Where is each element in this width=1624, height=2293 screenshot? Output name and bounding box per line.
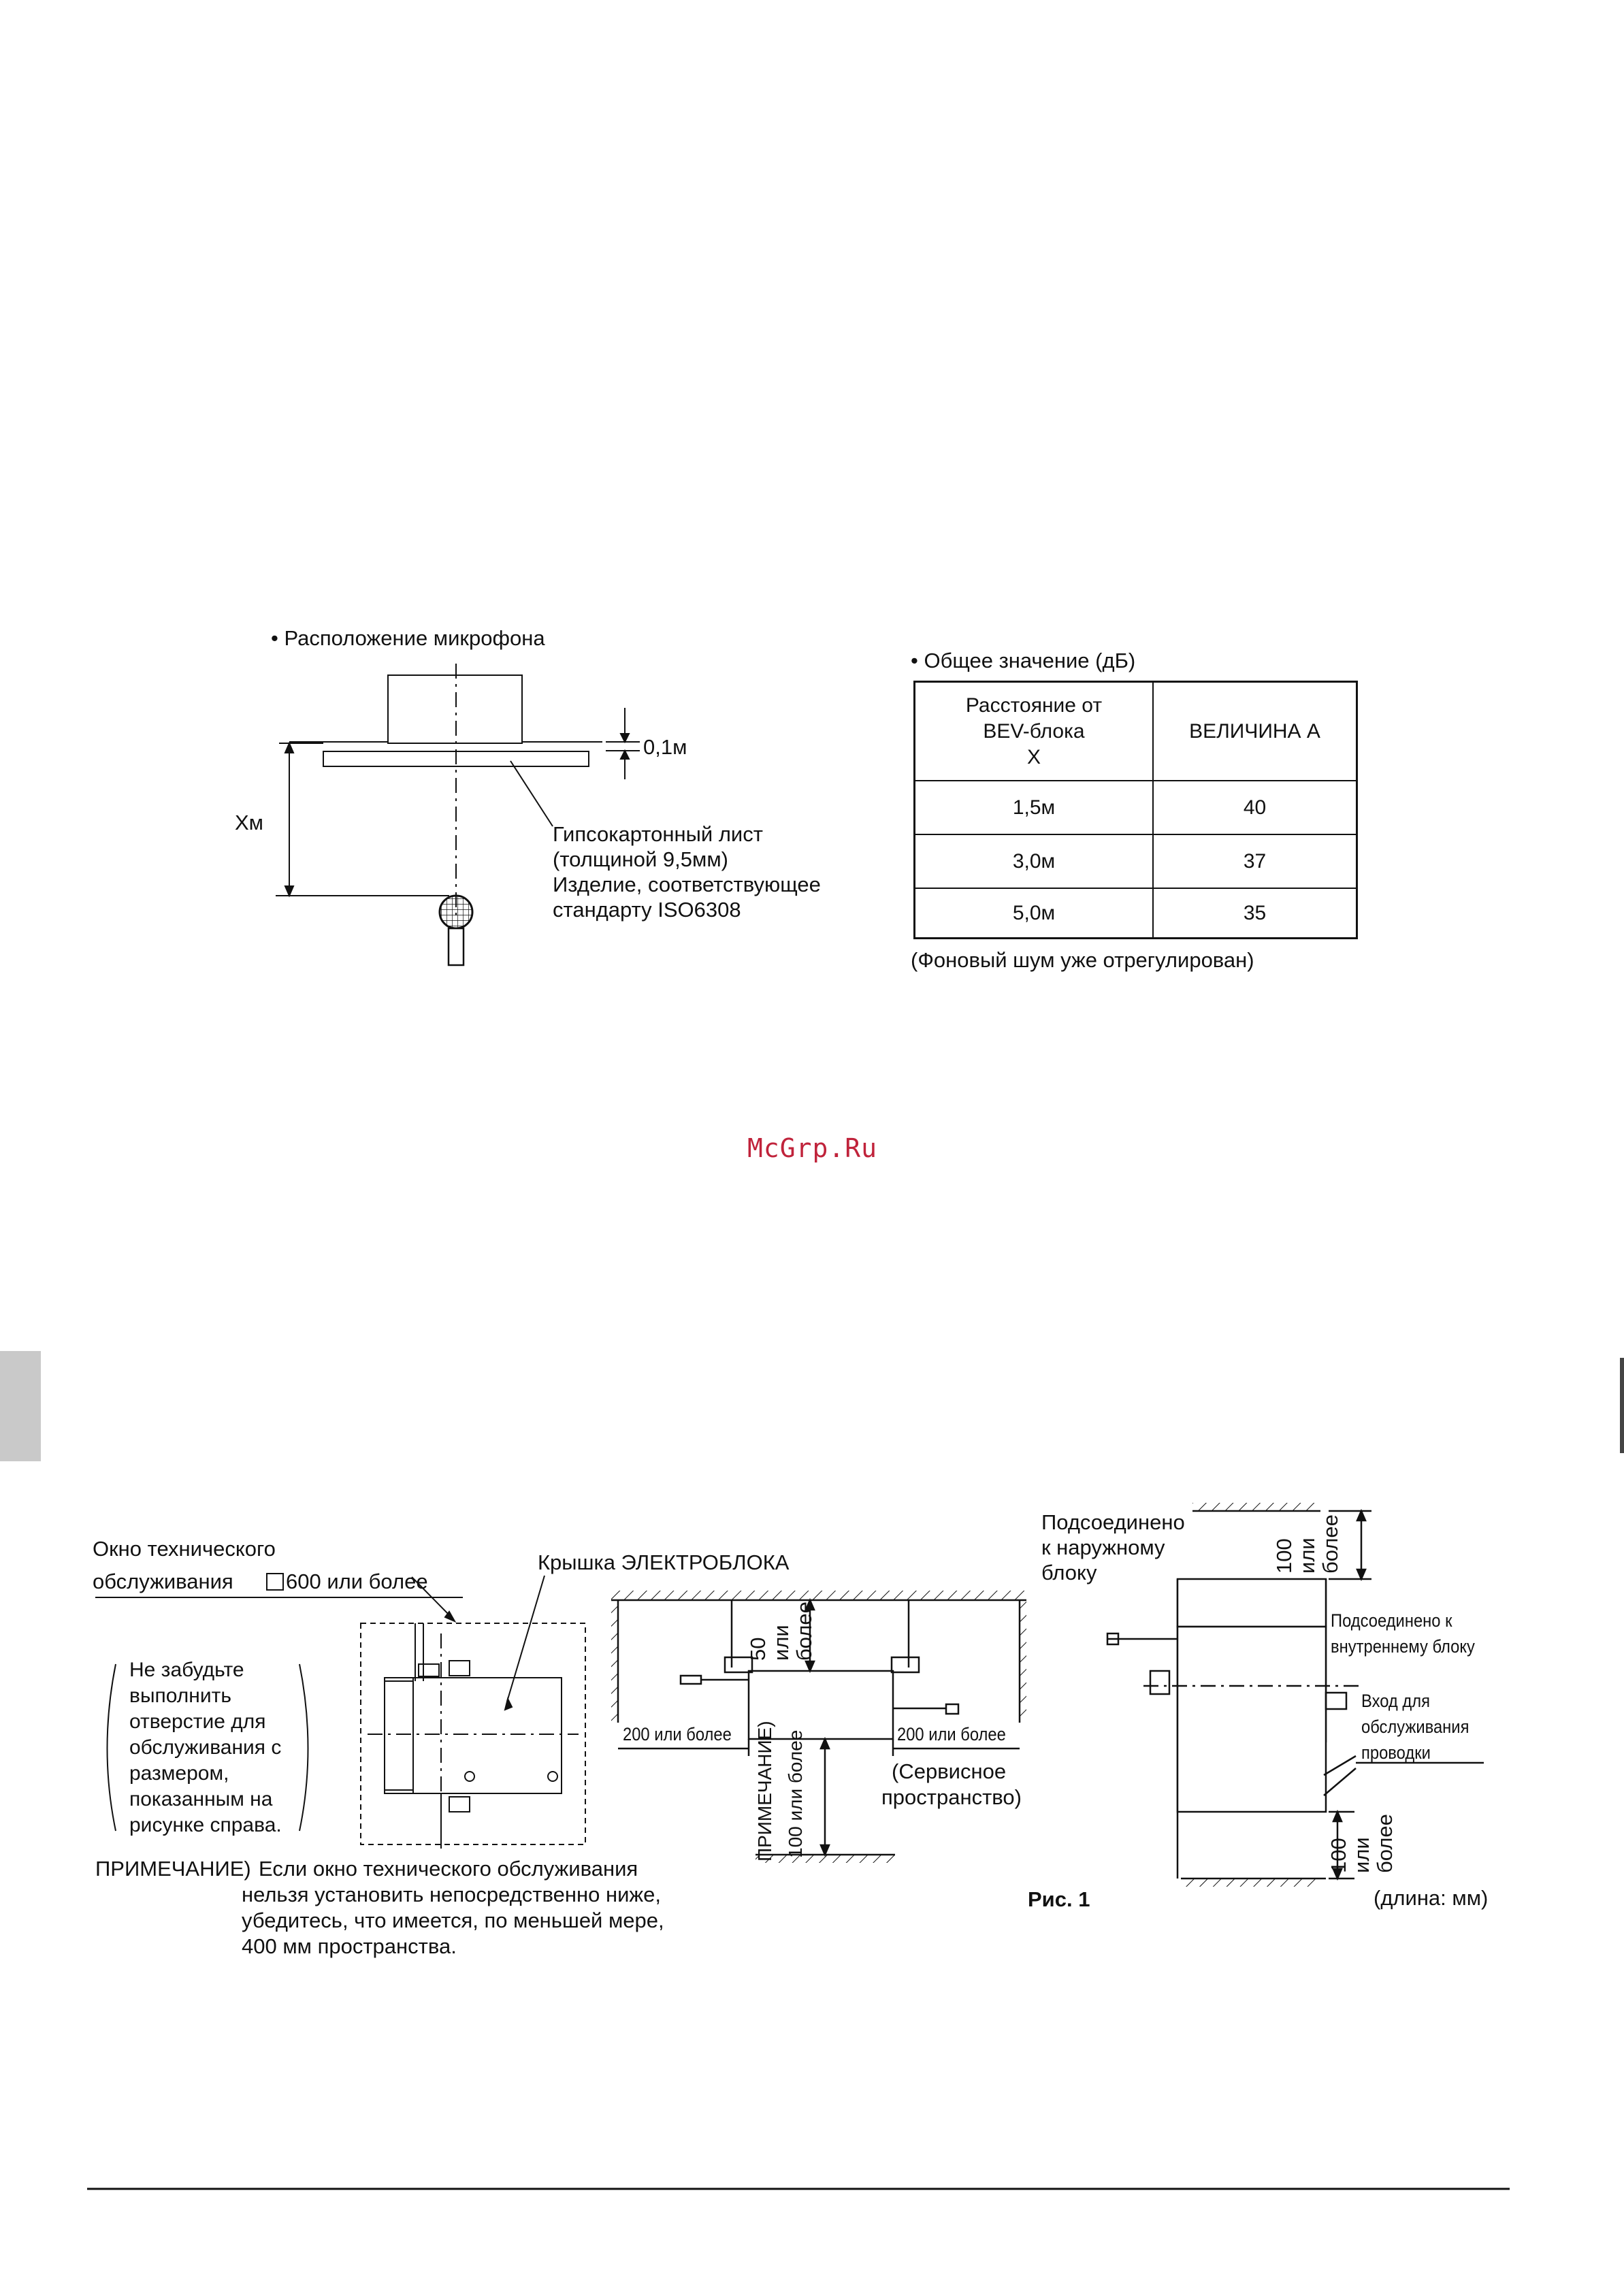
service-space-line2: пространство) [881, 1785, 1022, 1809]
noise-table-title: • Общее значение (дБ) [911, 649, 1136, 672]
side-bottom-clearance-word: или [1350, 1837, 1374, 1873]
side-top-clearance-word: более [1318, 1514, 1342, 1574]
row-value: 37 [1243, 849, 1267, 873]
watermark-link[interactable]: McGrp.Ru [747, 1133, 878, 1163]
outdoor-label-line: блоку [1041, 1561, 1097, 1584]
figure-caption: Рис. 1 [1028, 1887, 1090, 1911]
service-window-diagram [95, 1573, 586, 1851]
bottom-clearance-label: 100 или более [785, 1729, 806, 1858]
header-distance: Расстояние от BEV-блока X [915, 683, 1154, 780]
note-line: Если окно технического обслуживания [259, 1857, 638, 1881]
wiring-label-line: проводки [1361, 1742, 1431, 1763]
row-distance: 1,5м [915, 781, 1154, 834]
header-distance-line3: X [1026, 745, 1041, 768]
noise-table-footnote: (Фоновый шум уже отрегулирован) [911, 948, 1254, 972]
board-label-line4: стандарту ISO6308 [553, 898, 741, 922]
top-clearance-word2: более [792, 1601, 816, 1661]
side-top-clearance: 100 или более [1272, 1514, 1342, 1574]
distance-01-label: 0,1м [643, 735, 687, 759]
section-tab [0, 1351, 41, 1461]
table-row: 5,0м 35 [915, 889, 1356, 937]
board-label-line1: Гипсокартонный лист [553, 822, 763, 846]
outdoor-label-line: Подсоединено [1041, 1510, 1185, 1534]
margin-mark [1620, 1358, 1624, 1453]
units-label: (длина: мм) [1374, 1886, 1489, 1910]
microphone-title: • Расположение микрофона [271, 626, 545, 650]
noise-table: Расстояние от BEV-блока X ВЕЛИЧИНА A 1,5… [913, 681, 1358, 939]
cover-label: Крышка ЭЛЕКТРОБЛОКА [538, 1550, 790, 1574]
side-bottom-clearance-value: 100 [1327, 1838, 1350, 1873]
bottom-note-label: ПРИМЕЧАНИЕ) [754, 1721, 775, 1861]
table-row: 1,5м 40 [915, 781, 1356, 835]
reminder-note: Не забудьте выполнить отверстие для обсл… [102, 1657, 306, 1838]
reminder-line: отверстие для [129, 1710, 266, 1733]
top-clearance-word1: или [769, 1625, 793, 1661]
header-value: ВЕЛИЧИНА A [1189, 719, 1320, 743]
reminder-line: размером, [129, 1762, 229, 1785]
outdoor-label: Подсоединено к наружному блоку [1041, 1510, 1185, 1585]
window-size-label: 600 или более [286, 1570, 428, 1593]
note-prefix: ПРИМЕЧАНИЕ) [95, 1857, 251, 1881]
side-top-clearance-value: 100 [1272, 1538, 1296, 1574]
wiring-label: Вход для обслуживания проводки [1361, 1688, 1469, 1766]
reminder-line: показанным на [129, 1788, 273, 1810]
side-top-clearance-word: или [1295, 1538, 1319, 1574]
window-label-line2: обслуживания [93, 1570, 233, 1593]
side-bottom-clearance-word: более [1373, 1814, 1397, 1873]
indoor-label: Подсоединено к внутреннему блоку [1331, 1608, 1475, 1659]
header-distance-line1: Расстояние от [965, 694, 1103, 717]
reminder-line: Не забудьте [129, 1659, 244, 1681]
top-clearance-label: 50 или более [746, 1601, 816, 1661]
row-distance: 5,0м [915, 889, 1154, 937]
board-label-line3: Изделие, соответствующее [553, 873, 821, 896]
distance-x-label: Xм [235, 811, 263, 834]
service-space-line1: (Сервисное [892, 1759, 1007, 1783]
installation-side-view [1106, 1503, 1484, 1887]
left-clearance-label: 200 или более [623, 1724, 732, 1744]
table-header-row: Расстояние от BEV-блока X ВЕЛИЧИНА A [915, 683, 1356, 781]
reminder-line: выполнить [129, 1685, 231, 1707]
window-label-line1: Окно технического [93, 1537, 276, 1561]
outdoor-label-line: к наружному [1041, 1535, 1165, 1559]
note-line: 400 мм пространства. [242, 1934, 457, 1958]
row-value: 35 [1243, 901, 1267, 924]
wiring-label-line: обслуживания [1361, 1717, 1469, 1737]
reminder-line: рисунке справа. [129, 1814, 282, 1836]
wiring-label-line: Вход для [1361, 1691, 1430, 1711]
installation-front-view [611, 1591, 1026, 1863]
reminder-line: обслуживания с [129, 1736, 282, 1759]
side-bottom-clearance: 100 или более [1327, 1814, 1397, 1873]
header-distance-line2: BEV-блока [983, 719, 1085, 743]
right-clearance-label: 200 или более [897, 1724, 1006, 1744]
note-line: убедитесь, что имеется, по меньшей мере, [242, 1908, 664, 1932]
indoor-label-line: внутреннему блоку [1331, 1636, 1475, 1657]
table-row: 3,0м 37 [915, 835, 1356, 889]
indoor-label-line: Подсоединено к [1331, 1610, 1452, 1631]
microphone-diagram [276, 664, 640, 966]
row-value: 40 [1243, 796, 1267, 819]
top-clearance-value: 50 [746, 1637, 770, 1661]
note-line: нельзя установить непосредственно ниже, [242, 1883, 661, 1906]
board-label-line2: (толщиной 9,5мм) [553, 847, 728, 871]
row-distance: 3,0м [915, 835, 1154, 888]
